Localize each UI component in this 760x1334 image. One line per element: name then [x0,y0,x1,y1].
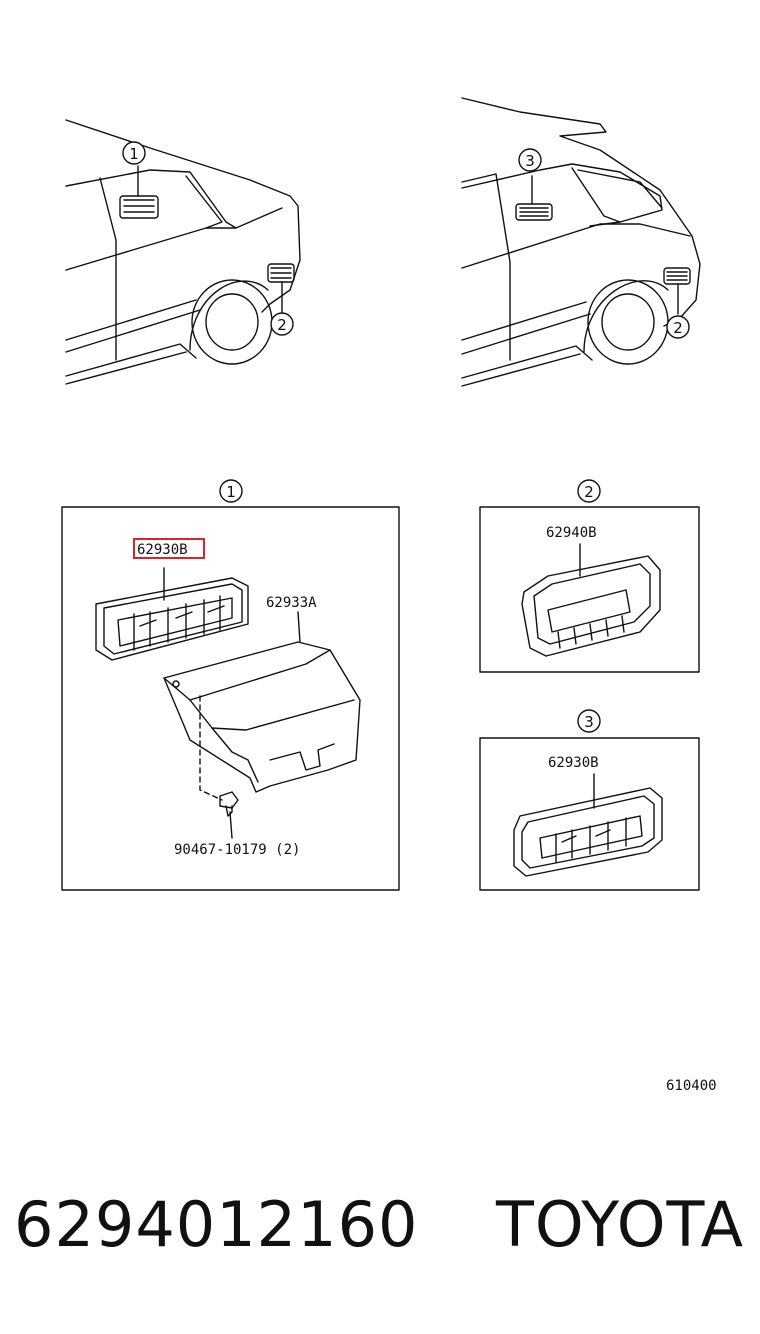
callout-wagon-3: 3 [525,152,535,170]
callout-circle-panel-3 [577,709,601,733]
callout-sedan-2: 2 [277,316,287,334]
label-62930B-highlighted[interactable]: 62930B [137,542,188,558]
callout-panel-3: 3 [584,713,594,731]
callout-sedan-1: 1 [129,145,139,163]
callout-circle-wagon-2 [666,315,690,339]
part-number: 6294012160 [14,1188,419,1261]
callout-panel-1: 1 [226,483,236,501]
panel-1 [61,506,400,891]
outlet-62930B-panel3-drawing [513,773,663,877]
label-62930B-panel3[interactable]: 62930B [548,755,599,771]
label-90467-10179[interactable]: 90467-10179 (2) [174,842,300,858]
callout-circle-sedan-1 [122,141,146,165]
callout-circle-panel-2 [577,479,601,503]
clip-90467-drawing [219,791,239,839]
callout-circle-sedan-2 [270,312,294,336]
footer: 6294012160 TOYOTA [0,1188,760,1278]
callout-circle-panel-1 [219,479,243,503]
panel-2 [479,506,700,673]
panel-3 [479,737,700,891]
callout-panel-2: 2 [584,483,594,501]
sedan-illustration [65,119,301,385]
diagram-code: 610400 [666,1078,717,1094]
wagon-illustration [461,97,701,387]
highlight-box [133,538,205,559]
callout-wagon-2: 2 [673,319,683,337]
outlet-62930B-drawing [95,567,249,661]
label-62940B[interactable]: 62940B [546,525,597,541]
duct-62933A-drawing [163,611,361,793]
dashed-leader [199,695,223,801]
brand-name: TOYOTA [495,1188,744,1261]
callout-circle-wagon-3 [518,148,542,172]
outlet-62940B-drawing [521,543,661,657]
label-62933A[interactable]: 62933A [266,595,317,611]
